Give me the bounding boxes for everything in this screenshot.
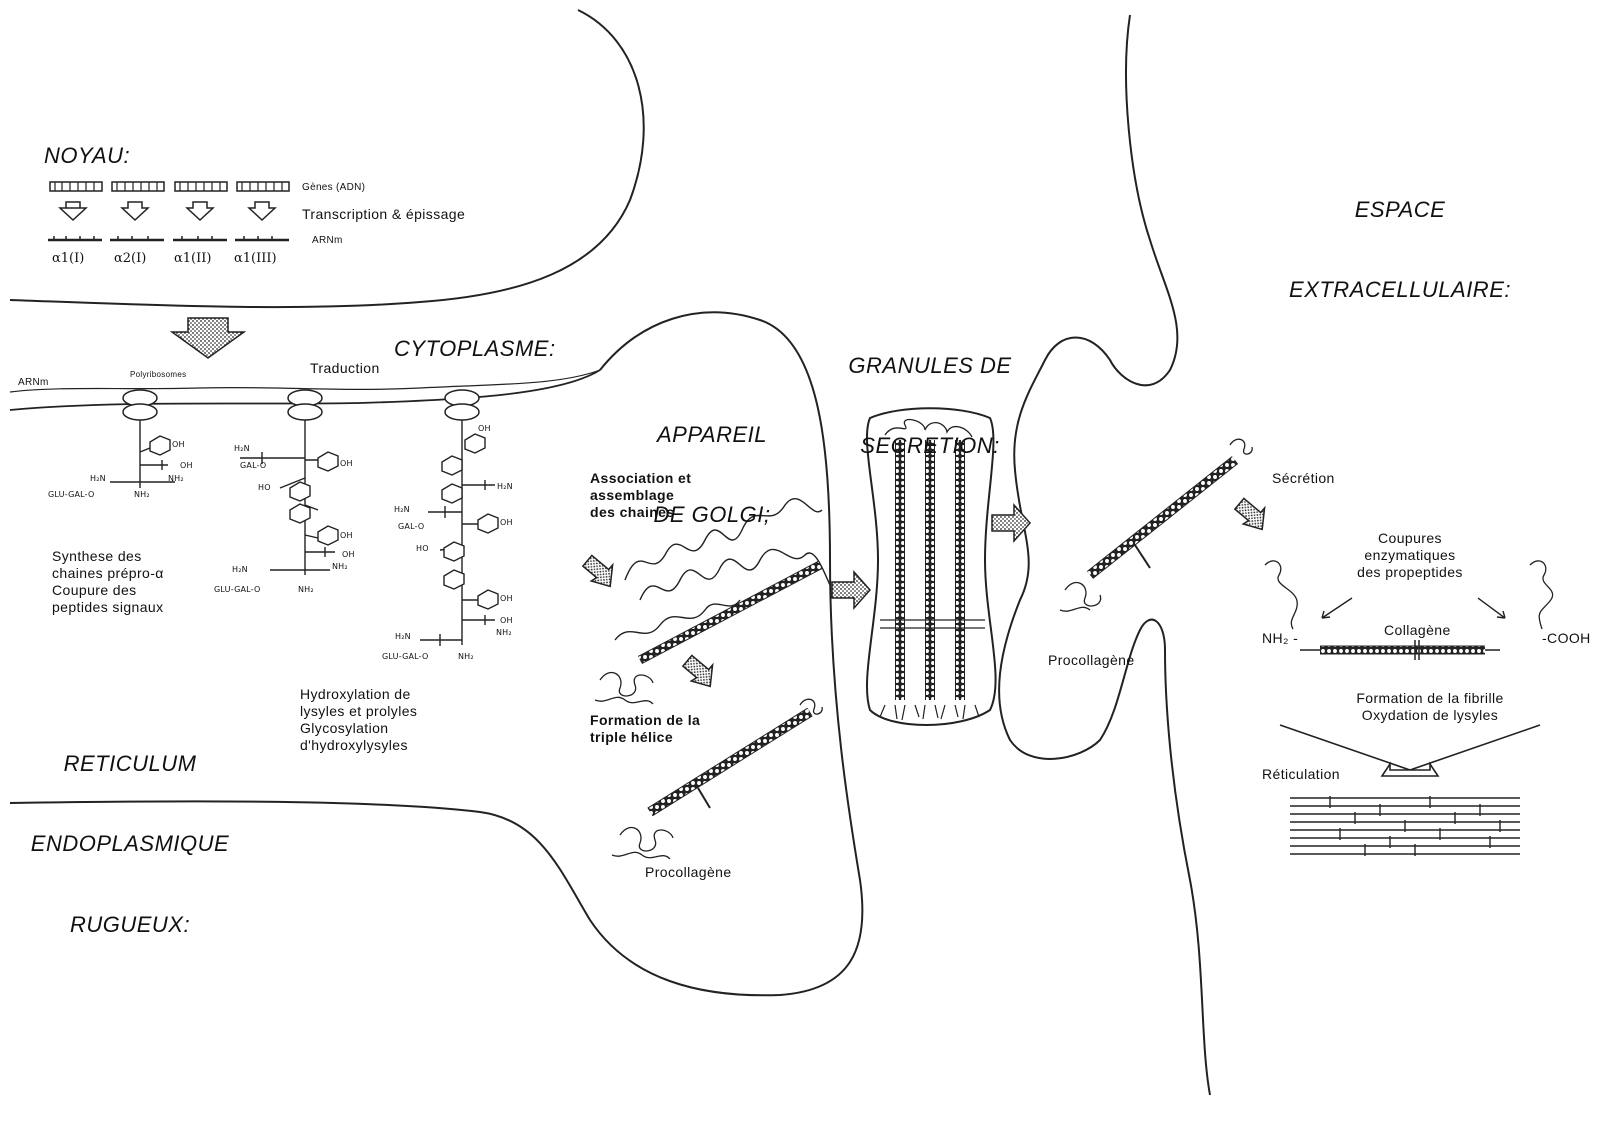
chem-oh-7: OH <box>500 518 513 527</box>
reticulum-membrane-top <box>9 369 601 411</box>
golgi-membrane <box>9 311 864 997</box>
label-traduction: Traduction <box>310 360 380 376</box>
nascent-chains <box>110 420 495 646</box>
ribosomes <box>122 389 480 421</box>
label-reticulum-line2: ENDOPLASMIQUE <box>30 831 230 857</box>
cell-membrane-right <box>998 14 1211 1096</box>
label-reticulum-line3: RUGUEUX: <box>69 911 191 937</box>
chem-h2n-1: H₂N <box>90 474 106 483</box>
label-espace-line2: EXTRACELLULAIRE: <box>1289 277 1511 303</box>
chem-gal-o-2: GAL-O <box>398 522 425 531</box>
chem-nh2-6: NH₂ <box>458 652 474 661</box>
label-reticulum-line1: RETICULUM <box>63 750 197 776</box>
chem-oh-1: OH <box>172 440 185 449</box>
chem-oh-8: OH <box>500 594 513 603</box>
label-granules: GRANULES DE SECRETION: <box>840 299 1020 487</box>
chem-oh-6: OH <box>478 424 491 433</box>
chem-ho-1: HO <box>258 483 271 492</box>
chem-oh-4: OH <box>340 531 353 540</box>
chem-gal-o-1: GAL-O <box>240 461 267 470</box>
label-arnm-reticulum: ARNm <box>18 377 49 388</box>
label-procollagene-golgi: Procollagène <box>645 864 732 880</box>
chem-nh2-5: NH₂ <box>496 628 512 637</box>
label-nh2-terminus: NH₂ - <box>1262 630 1299 646</box>
chem-glu-gal-o-3: GLU-GAL-O <box>382 652 429 661</box>
reticulated-fibrils <box>1290 796 1520 856</box>
chem-h2n-3: H₂N <box>232 565 248 574</box>
label-chain-a2-i: α2(I) <box>114 251 147 266</box>
chem-glu-gal-o-2: GLU-GAL-O <box>214 585 261 594</box>
golgi-wavy-chains <box>614 498 831 641</box>
chem-oh-2: OH <box>180 461 193 470</box>
label-polyribosomes: Polyribosomes <box>130 370 187 379</box>
chem-h2n-2: H₂N <box>234 444 250 453</box>
chem-oh-3: OH <box>340 459 353 468</box>
label-arnm-noyau: ARNm <box>312 235 343 246</box>
stippled-arrows <box>169 317 1266 688</box>
label-association: Association et assemblage des chaines <box>590 470 692 521</box>
label-formation-triple-helice: Formation de la triple hélice <box>590 712 701 746</box>
chem-nh2-3: NH₂ <box>332 562 348 571</box>
fibril-brace <box>1279 724 1541 777</box>
label-coupures: Coupures enzymatiques des propeptides <box>1357 530 1463 581</box>
chem-oh-5: OH <box>342 550 355 559</box>
label-espace-line1: ESPACE <box>1354 196 1446 222</box>
gene-bars <box>49 181 290 192</box>
nucleus-membrane <box>9 9 645 309</box>
label-golgi-line1: APPAREIL <box>657 421 767 447</box>
granule-membrane <box>865 407 997 726</box>
chem-nh2-2: NH₂ <box>134 490 150 499</box>
granule-fibers <box>879 418 985 721</box>
chem-ho-2: HO <box>416 544 429 553</box>
label-granules-line2: SECRETION: <box>860 433 1000 459</box>
label-cytoplasme: CYTOPLASME: <box>394 336 556 361</box>
label-granules-line1: GRANULES DE <box>848 352 1012 378</box>
label-synthese: Synthese des chaines prépro-α Coupure de… <box>52 548 164 616</box>
chem-h2n-5: H₂N <box>394 505 410 514</box>
extracellular-procollagen <box>1059 438 1253 612</box>
mrna-bars <box>48 236 289 242</box>
label-collagene: Collagène <box>1384 622 1451 638</box>
label-transcription: Transcription & épissage <box>302 206 466 222</box>
label-chain-a1-i: α1(I) <box>52 251 85 266</box>
label-chain-a1-iii: α1(III) <box>234 251 277 266</box>
chem-glu-gal-o-1: GLU-GAL-O <box>48 490 95 499</box>
label-golgi-line2: DE GOLGI; <box>653 502 771 528</box>
label-noyau: NOYAU: <box>44 143 131 168</box>
chem-h2n-4: H₂N <box>497 482 513 491</box>
label-cooh-terminus: -COOH <box>1542 630 1591 646</box>
label-procollagene-extracellular: Procollagène <box>1048 652 1135 668</box>
chem-h2n-6: H₂N <box>395 632 411 641</box>
chem-nh2-4: NH₂ <box>298 585 314 594</box>
label-golgi: APPAREIL DE GOLGI; <box>652 368 772 556</box>
chem-nh2-1: NH₂ <box>168 474 184 483</box>
chem-oh-9: OH <box>500 616 513 625</box>
label-genes-adn: Gènes (ADN) <box>302 182 366 193</box>
label-reticulation: Réticulation <box>1262 766 1340 782</box>
golgi-triple-helix <box>594 561 823 860</box>
label-reticulum: RETICULUM ENDOPLASMIQUE RUGUEUX: <box>10 697 250 965</box>
label-espace-extracellulaire: ESPACE EXTRACELLULAIRE: <box>1270 143 1530 331</box>
collagen-molecule <box>1264 560 1554 660</box>
label-hydroxylation: Hydroxylation de lysyles et prolyles Gly… <box>300 686 418 754</box>
sugar-pentagons <box>149 433 499 610</box>
transcription-arrows <box>58 201 277 222</box>
label-chain-a1-ii: α1(II) <box>174 251 212 266</box>
label-secretion: Sécrétion <box>1272 470 1335 486</box>
label-formation-fibrille: Formation de la fibrille Oxydation de ly… <box>1356 690 1504 724</box>
